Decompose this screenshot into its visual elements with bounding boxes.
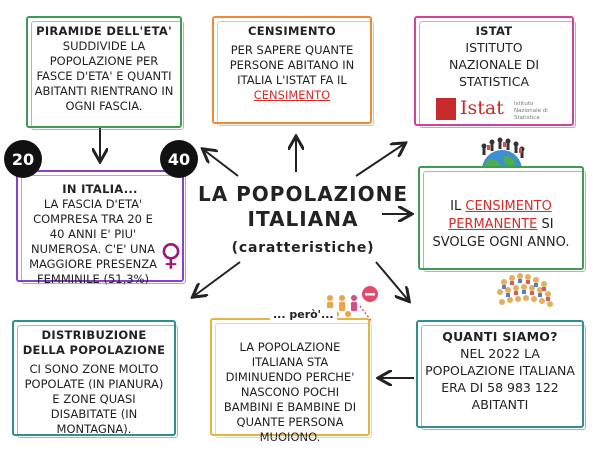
arrow-center-distribuzione — [194, 261, 241, 296]
arrow-center-piramide — [204, 150, 239, 177]
arrow-center-istat — [355, 144, 404, 177]
piramide-box: Piramide dell'eta' suddivide la popolazi… — [26, 16, 184, 130]
distribuzione-box: Distribuzione della popolazione Ci sono … — [12, 320, 178, 438]
distribuzione-heading: Distribuzione della popolazione — [22, 328, 166, 357]
permanente-post: si svolge ogni anno. — [432, 217, 570, 250]
center-subtitle: (caratteristiche) — [231, 240, 375, 256]
italia-heading: In Italia... — [62, 182, 138, 196]
italia-box: In Italia... la fascia d'eta' compresa t… — [16, 170, 186, 286]
center-title: La popolazione italiana — [196, 182, 410, 232]
quanti-box: Quanti siamo? Nel 2022 la popolazione it… — [416, 320, 586, 430]
pero-text: La popolazione italiana sta diminuendo p… — [223, 340, 357, 444]
quanti-heading: Quanti siamo? — [442, 329, 558, 344]
censimento-box: Censimento Per sapere quante persone abi… — [212, 16, 374, 126]
distribuzione-text: Ci sono zone molto popolate (in pianura)… — [24, 362, 164, 436]
istat-logo-word: Istat — [460, 97, 504, 119]
center-title-line1: La popolazione — [197, 182, 409, 206]
censimento-link: censimento — [253, 88, 331, 102]
pero-box: La popolazione italiana sta diminuendo p… — [210, 318, 372, 444]
permanente-link: censimento permanente — [448, 199, 552, 232]
quanti-text: Nel 2022 la popolazione italiana era di … — [425, 346, 575, 412]
crowd-icon — [497, 273, 553, 307]
piramide-heading: Piramide dell'eta' — [36, 24, 172, 38]
permanente-pre: Il — [450, 199, 462, 214]
istat-logo: Istat Istituto Nazionale di Statistica — [436, 97, 556, 121]
istat-heading: Istat — [475, 24, 513, 38]
female-symbol-icon: ♀ — [160, 238, 182, 273]
permanente-box: Il censimento permanente si svolge ogni … — [418, 166, 586, 272]
arrow-center-quanti — [375, 261, 408, 300]
pero-label: ... però'... — [270, 308, 337, 321]
censimento-heading: Censimento — [247, 24, 337, 38]
censimento-text: Per sapere quante persone abitano in Ita… — [229, 43, 355, 87]
badge-20: 20 — [4, 140, 42, 178]
istat-logo-sub: Istituto Nazionale di Statistica — [514, 101, 548, 121]
badge-40: 40 — [160, 140, 198, 178]
italia-text: la fascia d'eta' compresa tra 20 e 40 an… — [29, 197, 157, 286]
istat-logo-mark — [436, 98, 456, 120]
istat-text: Istituto nazionale di statistica — [448, 40, 540, 89]
center-title-line2: italiana — [247, 207, 359, 231]
piramide-text: suddivide la popolazione per fasce d'eta… — [34, 39, 174, 113]
